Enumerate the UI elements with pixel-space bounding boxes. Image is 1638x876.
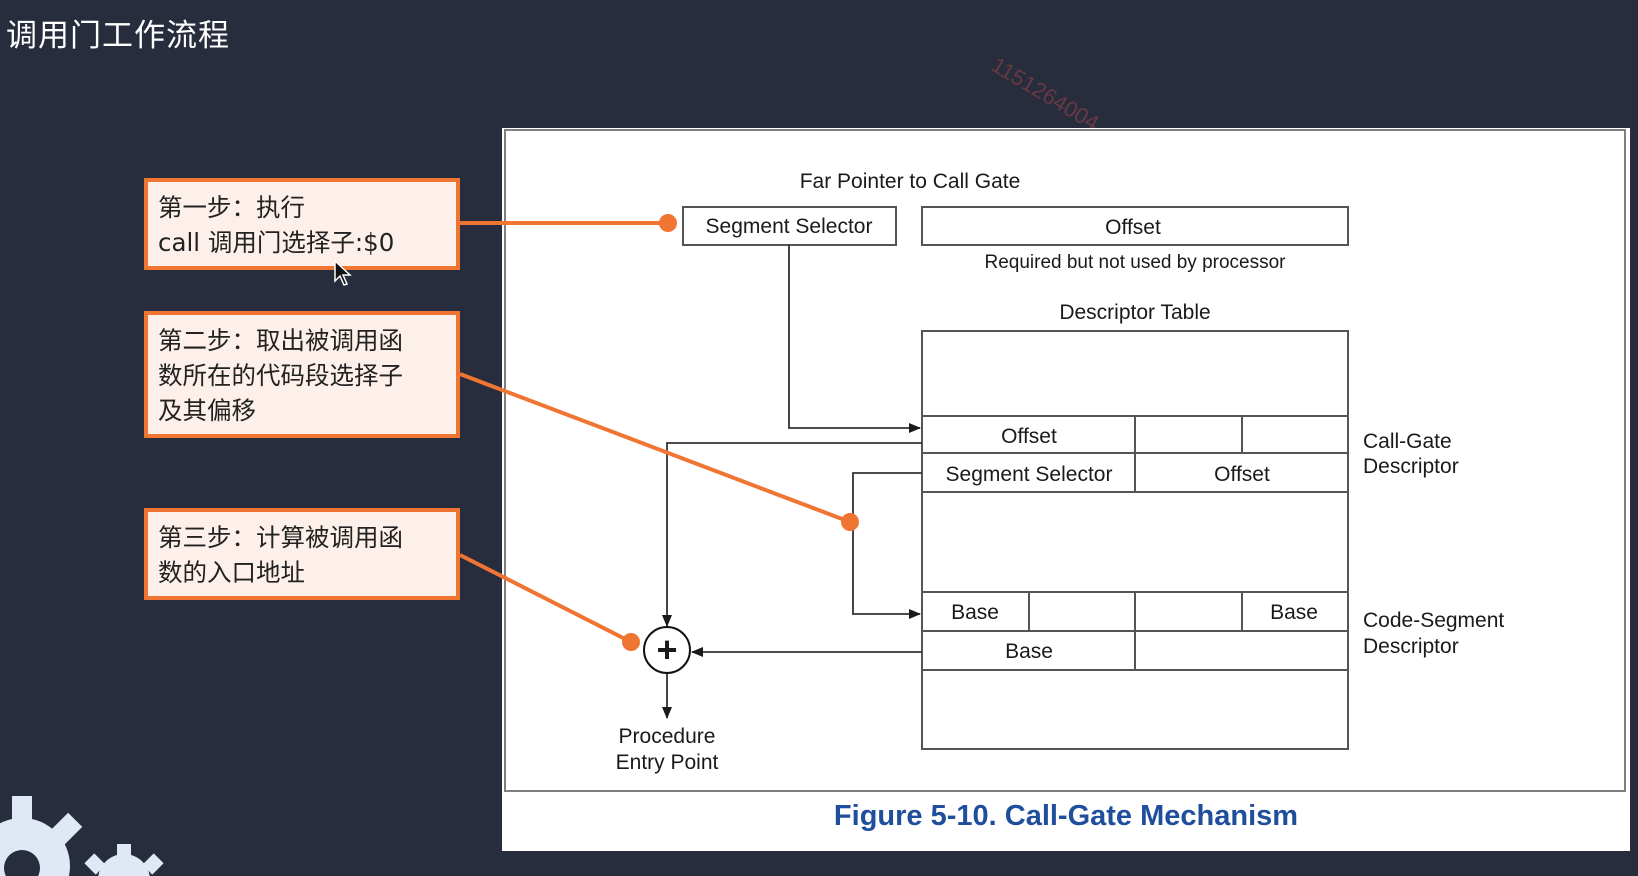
adder-plus-icon: + (656, 629, 677, 670)
descriptor-table-title: Descriptor Table (1059, 301, 1210, 324)
step-3-box: 第三步：计算被调用函 数的入口地址 (144, 508, 460, 600)
step3-callout-line (459, 553, 632, 644)
call-gate-side-label-2: Descriptor (1363, 455, 1459, 478)
call-gate-side-label-1: Call-Gate (1363, 430, 1452, 453)
step1-callout-dot (659, 214, 677, 232)
step-3-line-2: 数的入口地址 (158, 558, 305, 587)
step-1-line-1: 第一步：执行 (158, 193, 305, 222)
call-gate-offset-label: Offset (1001, 425, 1057, 448)
step-1-box: 第一步：执行 call 调用门选择子:$0 (144, 178, 460, 270)
step-2-line-2: 数所在的代码段选择子 (158, 361, 403, 390)
far-pointer-title: Far Pointer to Call Gate (800, 170, 1021, 193)
figure-caption: Figure 5-10. Call-Gate Mechanism (833, 800, 1299, 832)
entry-point-label-1: Procedure (619, 725, 716, 748)
code-seg-base-left: Base (951, 601, 999, 624)
descriptor-table (921, 330, 1349, 750)
call-gate-selector-label: Segment Selector (946, 463, 1113, 486)
step-2-line-1: 第二步：取出被调用函 (158, 326, 403, 355)
far-pointer-selector-label: Segment Selector (706, 215, 873, 238)
far-pointer-selector-box (682, 206, 897, 246)
code-seg-side-label-2: Descriptor (1363, 635, 1459, 658)
code-seg-base-right: Base (1270, 601, 1318, 624)
far-pointer-offset-label: Offset (1105, 216, 1161, 239)
code-seg-base-bottom: Base (1005, 640, 1053, 663)
step2-callout-line (459, 372, 851, 524)
step-3-line-1: 第三步：计算被调用函 (158, 523, 403, 552)
selector-to-call-gate-arrow (788, 245, 921, 433)
adder-circle (643, 626, 691, 674)
step2-callout-dot (841, 513, 859, 531)
gear-icon (0, 796, 164, 876)
call-gate-offset2-label: Offset (1214, 463, 1270, 486)
step-2-box: 第二步：取出被调用函 数所在的代码段选择子 及其偏移 (144, 311, 460, 438)
step-1-line-2: call 调用门选择子:$0 (158, 228, 395, 257)
mouse-cursor-icon (334, 259, 352, 286)
page-title: 调用门工作流程 (6, 18, 230, 54)
call-gate-selector-to-code-seg-arrow (852, 472, 922, 619)
offset-to-adder-arrow (662, 442, 922, 627)
offset-note: Required but not used by processor (984, 252, 1286, 273)
step3-callout-dot (622, 633, 640, 651)
entry-point-label-2: Entry Point (616, 751, 719, 774)
code-seg-side-label-1: Code-Segment (1363, 609, 1504, 632)
far-pointer-offset-box (921, 206, 1349, 246)
step-2-line-3: 及其偏移 (158, 396, 256, 425)
